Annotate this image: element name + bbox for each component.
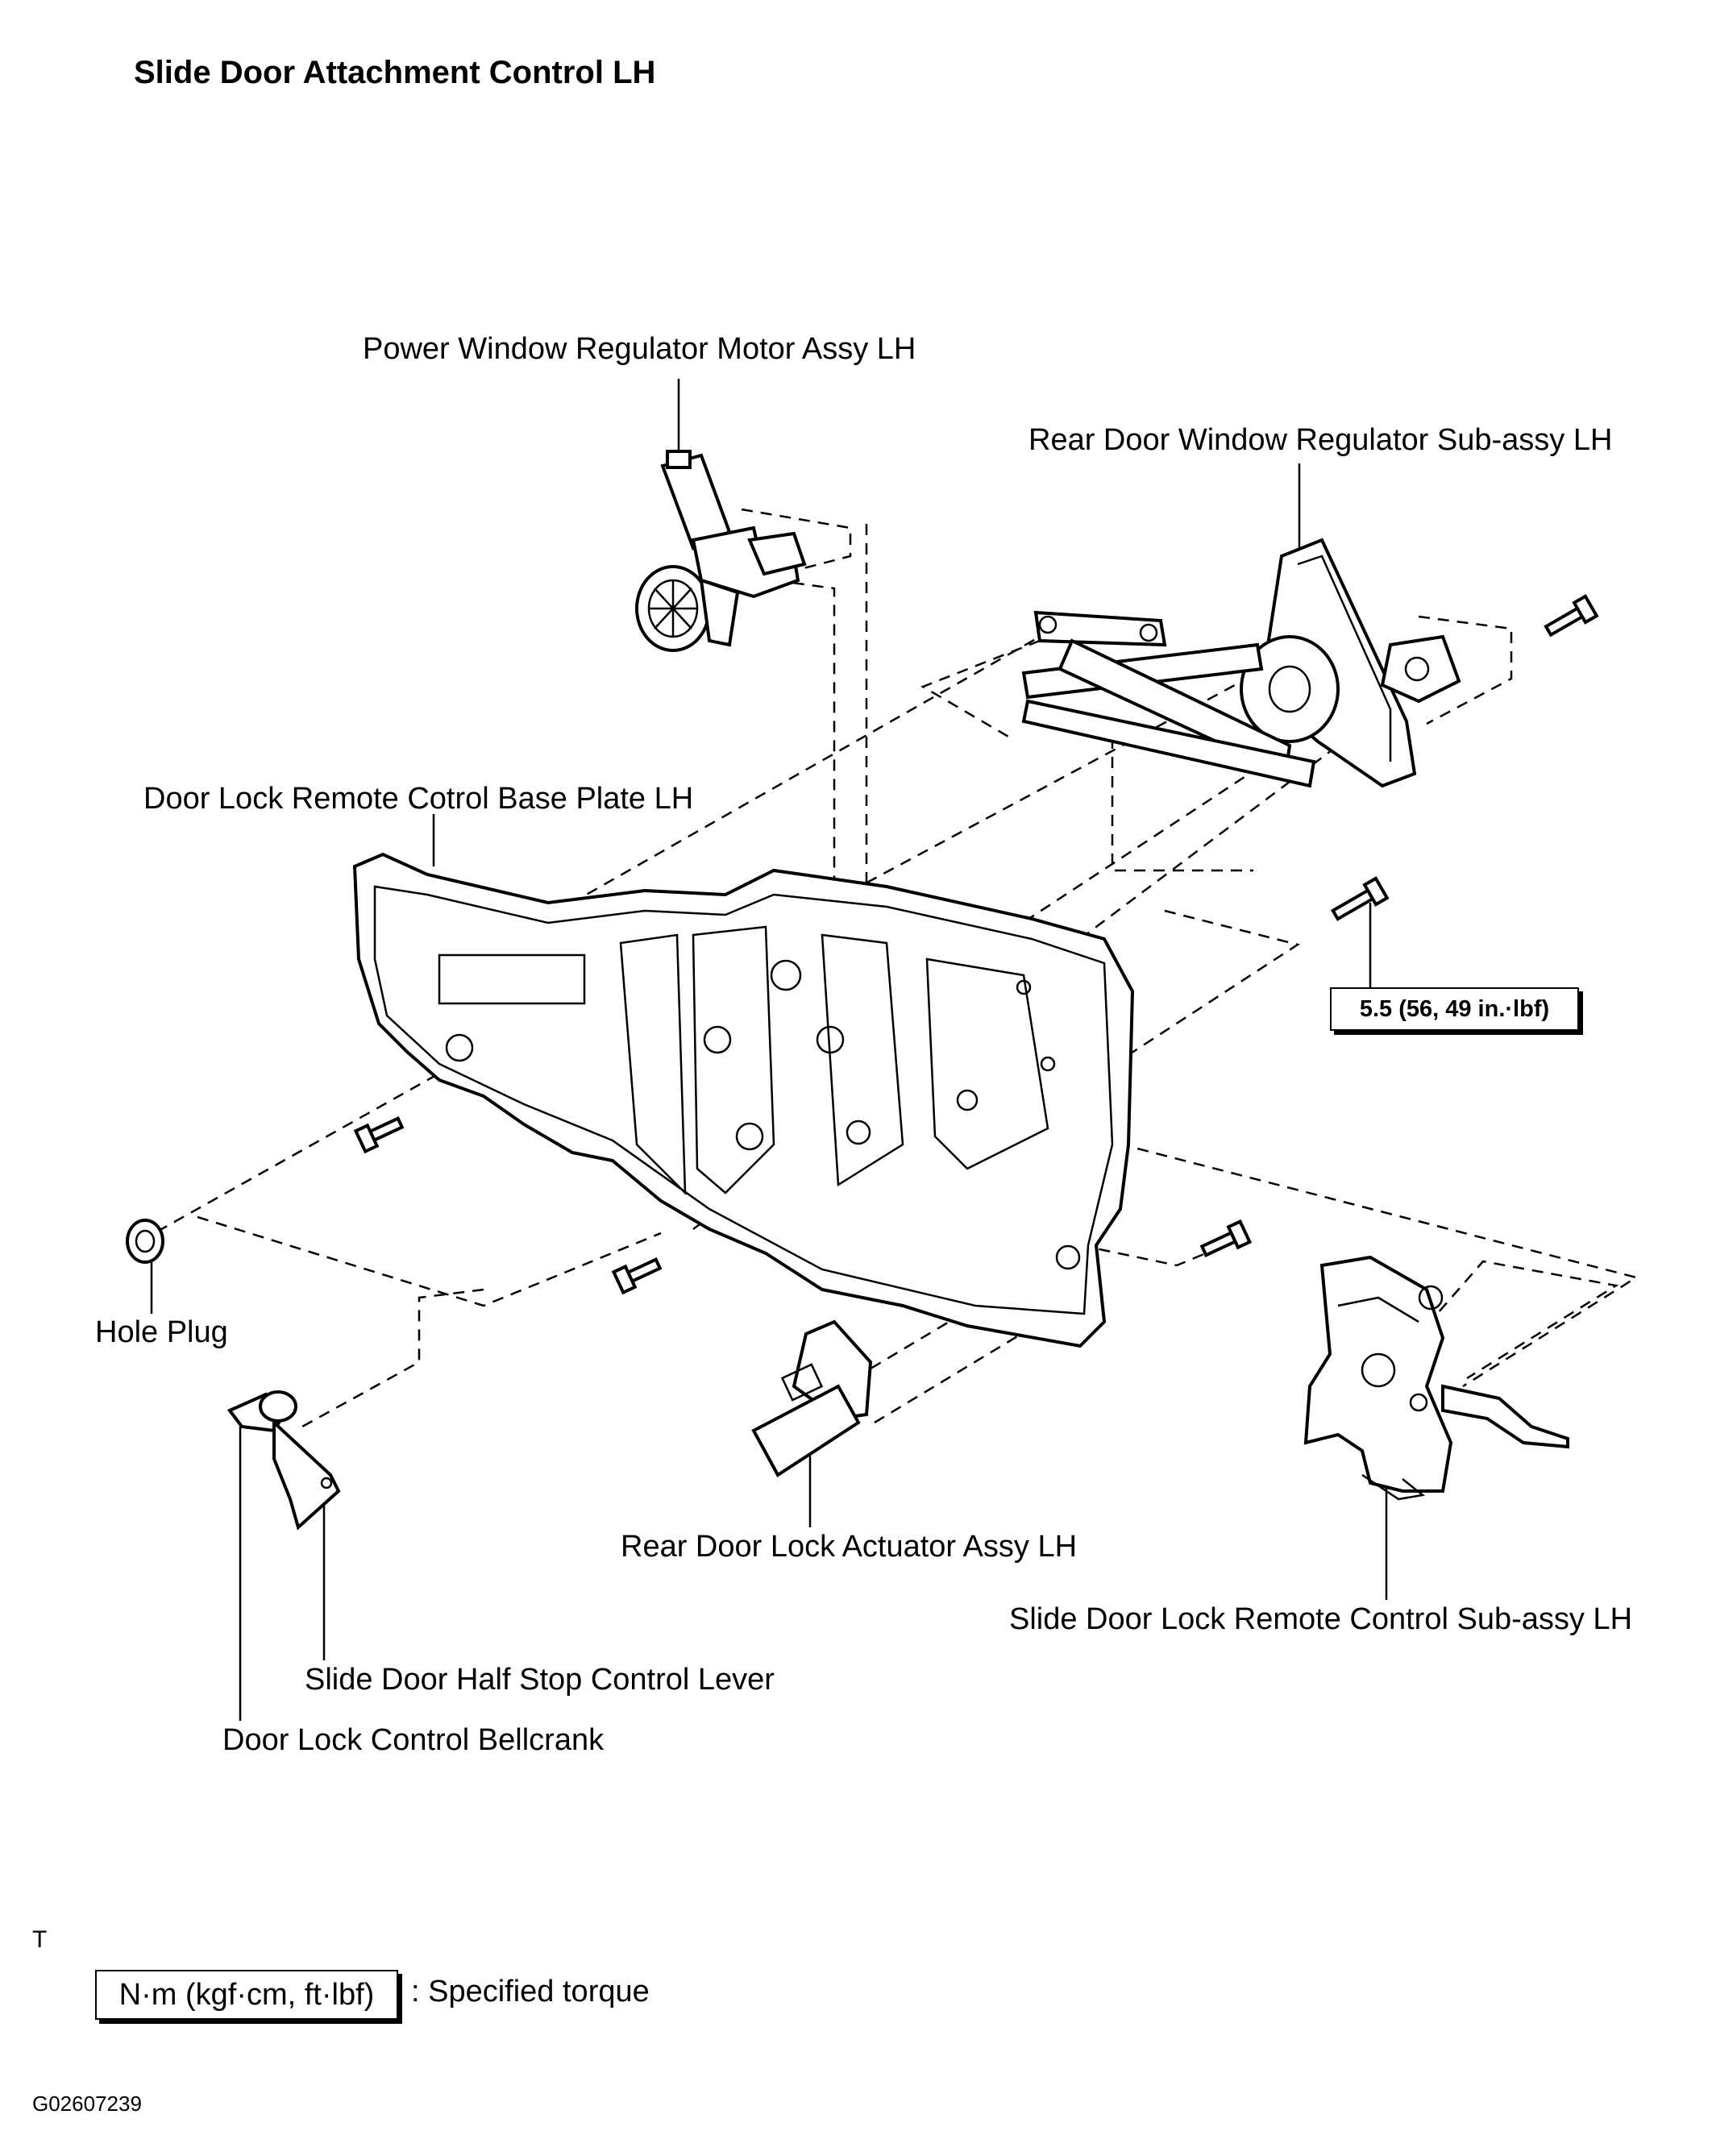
label-bellcrank: Door Lock Control Bellcrank [222, 1723, 605, 1757]
small-bolt-right [1199, 1219, 1253, 1258]
leader-lines [150, 379, 1388, 1721]
diagram-title: Slide Door Attachment Control LH [134, 55, 656, 90]
power-window-motor-drawing [635, 450, 807, 652]
label-remote-control: Slide Door Lock Remote Control Sub-assy … [1009, 1602, 1633, 1636]
remote-control-drawing [1303, 1255, 1569, 1501]
label-hole-plug: Hole Plug [95, 1315, 228, 1349]
lock-actuator-drawing [751, 1319, 873, 1477]
window-regulator-drawing [1021, 538, 1599, 788]
corner-mark: T [32, 1926, 48, 1953]
hole-plug-drawing [126, 1219, 164, 1264]
figure-code: G02607239 [32, 2092, 142, 2116]
label-window-regulator: Rear Door Window Regulator Sub-assy LH [1028, 423, 1613, 457]
torque-spec-box: 5.5 (56, 49 in.·lbf) [1330, 987, 1579, 1031]
legend-description: : Specified torque [411, 1975, 650, 2009]
label-lock-actuator: Rear Door Lock Actuator Assy LH [621, 1530, 1078, 1564]
base-plate-drawing [352, 852, 1135, 1348]
bellcrank-lever-drawing [226, 1390, 341, 1531]
legend-unit-box: N·m (kgf·cm, ft·lbf) [95, 1970, 398, 2020]
label-power-window-motor: Power Window Regulator Motor Assy LH [363, 332, 916, 366]
torque-bolt-drawing [1330, 876, 1390, 921]
label-half-stop-lever: Slide Door Half Stop Control Lever [305, 1663, 775, 1697]
label-base-plate: Door Lock Remote Cotrol Base Plate LH [143, 782, 694, 816]
small-bolt-center [611, 1257, 663, 1295]
small-bolt-left [353, 1115, 405, 1154]
